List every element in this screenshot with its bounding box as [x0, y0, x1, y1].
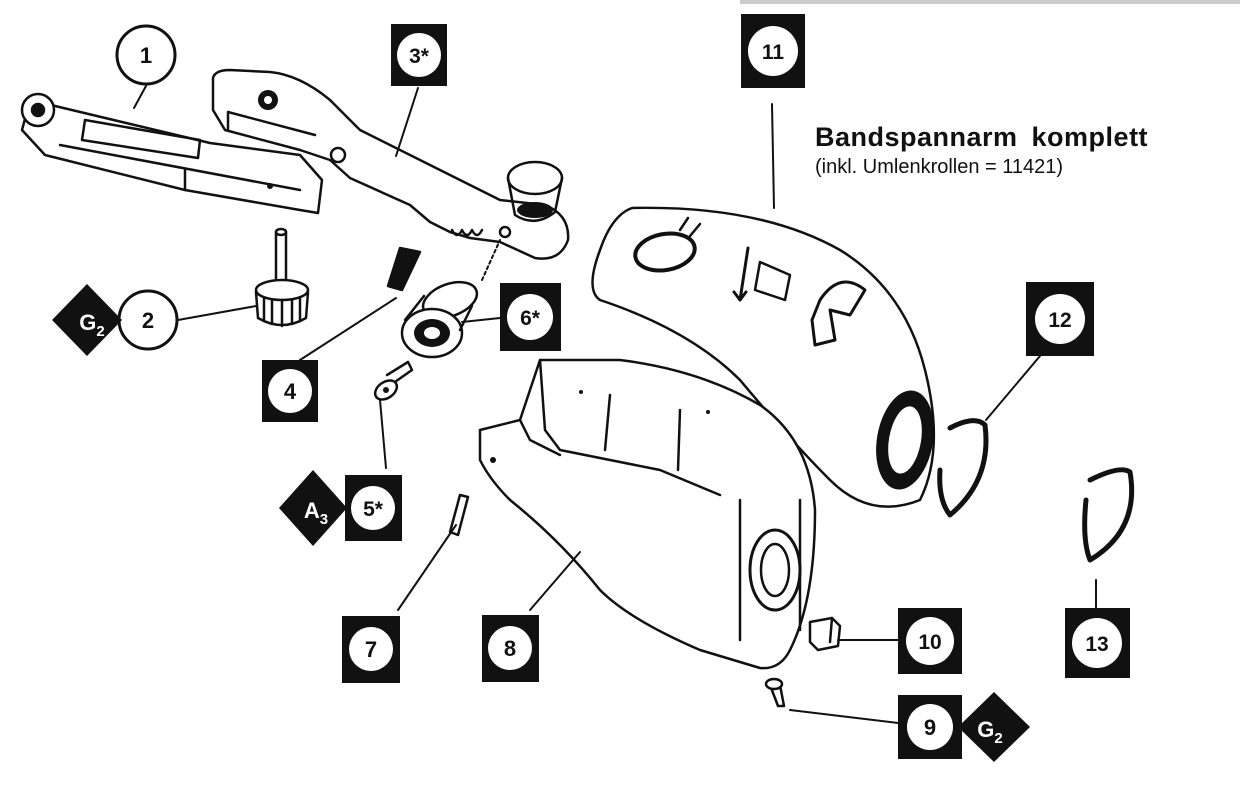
diagram-subtitle: (inkl. Umlenkrollen = 11421)	[815, 156, 1064, 178]
callout-4: 4	[262, 360, 318, 422]
callout-6: 6*	[500, 283, 561, 351]
callout-4-label: 4	[284, 379, 297, 404]
callout-10: 10	[898, 608, 962, 674]
part-11-cover	[591, 206, 936, 508]
callout-1-label: 1	[140, 43, 152, 68]
part-6-roller	[400, 280, 479, 359]
callout-13-label: 13	[1085, 633, 1108, 656]
code-a3-part5-sub: 3	[320, 511, 328, 528]
callout-13: 13	[1065, 608, 1130, 678]
svg-text:A3: A3	[304, 498, 328, 528]
callout-11-label: 11	[762, 41, 785, 64]
part-5-screw	[373, 360, 414, 401]
code-g2-part2-sub: 2	[96, 323, 104, 340]
part-10-block	[808, 616, 842, 652]
diagram-title: Bandspannarm komplett	[815, 122, 1149, 152]
code-a3-part5-letter: A	[304, 498, 320, 523]
part-3-lever	[211, 68, 570, 260]
callout-9: 9	[898, 695, 962, 759]
leader-lines	[133, 85, 1097, 724]
svg-text:G2: G2	[977, 717, 1002, 747]
part-1-arm	[20, 92, 324, 215]
callout-9-label: 9	[924, 715, 936, 740]
callout-5-label: 5*	[363, 498, 384, 521]
code-badge-g2-part2: G2	[52, 284, 122, 356]
callout-8-label: 8	[504, 636, 516, 661]
callout-11: 11	[741, 14, 805, 88]
part-13-ring	[1082, 467, 1135, 563]
top-bar	[740, 0, 1240, 4]
code-g2-part2-letter: G	[79, 310, 96, 335]
callout-6-label: 6*	[520, 307, 541, 330]
callout-7-label: 7	[365, 637, 377, 662]
callout-12: 12	[1026, 282, 1094, 356]
callout-3: 3*	[391, 24, 447, 86]
svg-text:G2: G2	[79, 310, 104, 340]
callout-10-label: 10	[918, 631, 941, 654]
callout-7: 7	[342, 616, 400, 683]
part-4-spring-pin	[386, 246, 422, 292]
callout-5: 5*	[345, 475, 402, 541]
part-2-knurled-screw	[254, 227, 310, 328]
title-block: Bandspannarm komplett (inkl. Umlenkrolle…	[815, 122, 1148, 179]
part-12-ring	[937, 418, 989, 518]
code-badge-a3-part5: A3	[279, 470, 347, 546]
part-8-housing	[478, 358, 817, 670]
callout-12-label: 12	[1048, 309, 1071, 332]
callout-8: 8	[482, 615, 539, 682]
callout-2: 2	[117, 289, 179, 351]
code-g2-part9-letter: G	[977, 717, 994, 742]
code-g2-part9-sub: 2	[994, 730, 1002, 747]
callout-1: 1	[115, 24, 177, 86]
callout-2-label: 2	[142, 308, 154, 333]
part-9-screw	[764, 677, 786, 708]
code-badge-g2-part9: G2	[958, 692, 1030, 762]
callout-3-label: 3*	[409, 45, 430, 68]
part-7-pin	[448, 493, 470, 537]
